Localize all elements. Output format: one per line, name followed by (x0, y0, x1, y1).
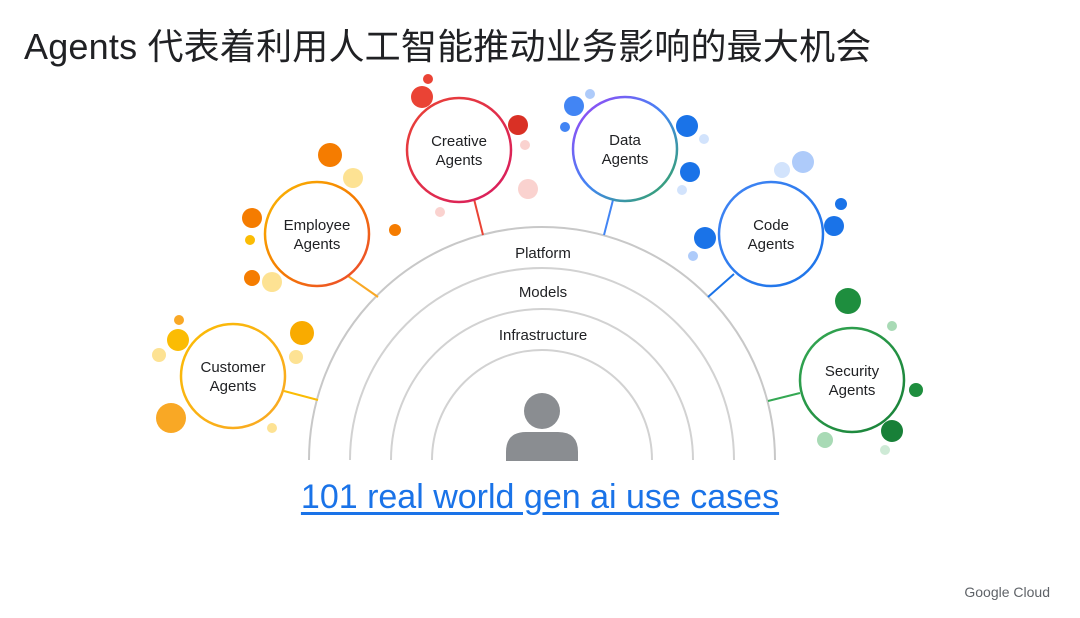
agent-label-customer-line2: Agents (210, 378, 257, 395)
agent-label-employee-line1: Employee (284, 217, 351, 234)
use-cases-link[interactable]: 101 real world gen ai use cases (300, 478, 780, 516)
agent-label-customer-line1: Customer (200, 359, 265, 376)
layer-arcs (308, 226, 776, 461)
connector-creative (473, 198, 484, 236)
agent-label-code-line2: Agents (748, 236, 795, 253)
connector-code (707, 273, 735, 298)
agent-node-security: Security Agents (798, 326, 906, 434)
person-icon (506, 393, 578, 461)
agent-label-data-line1: Data (609, 132, 641, 149)
layer-label-infrastructure: Infrastructure (499, 327, 587, 344)
agent-node-creative: Creative Agents (405, 96, 513, 204)
connector-customer (283, 390, 319, 401)
agent-label-code-line1: Code (753, 217, 789, 234)
platform-arc (308, 226, 776, 461)
connector-security (767, 392, 801, 402)
layer-label-models: Models (519, 284, 567, 301)
core-arc (431, 349, 653, 461)
connector-data (603, 199, 614, 236)
agent-label-data-line2: Agents (602, 151, 649, 168)
agent-label-security-line2: Agents (829, 382, 876, 399)
models-arc (349, 267, 735, 461)
google-cloud-logo: Google Cloud (964, 584, 1050, 600)
agent-label-creative-line1: Creative (431, 133, 487, 150)
agent-node-data: Data Agents (571, 95, 679, 203)
infrastructure-arc (390, 308, 694, 461)
agent-label-security-line1: Security (825, 363, 880, 380)
agent-node-customer: Customer Agents (179, 322, 287, 430)
agent-label-employee-line2: Agents (294, 236, 341, 253)
connectors (283, 198, 801, 402)
connector-employee (347, 275, 379, 298)
agent-node-code: Code Agents (717, 180, 825, 288)
agent-node-employee: Employee Agents (263, 180, 371, 288)
layer-label-platform: Platform (515, 245, 571, 262)
slide-title: Agents 代表着利用人工智能推动业务影响的最大机会 (24, 26, 872, 67)
agent-label-creative-line2: Agents (436, 152, 483, 169)
decorative-bubbles (152, 74, 923, 455)
